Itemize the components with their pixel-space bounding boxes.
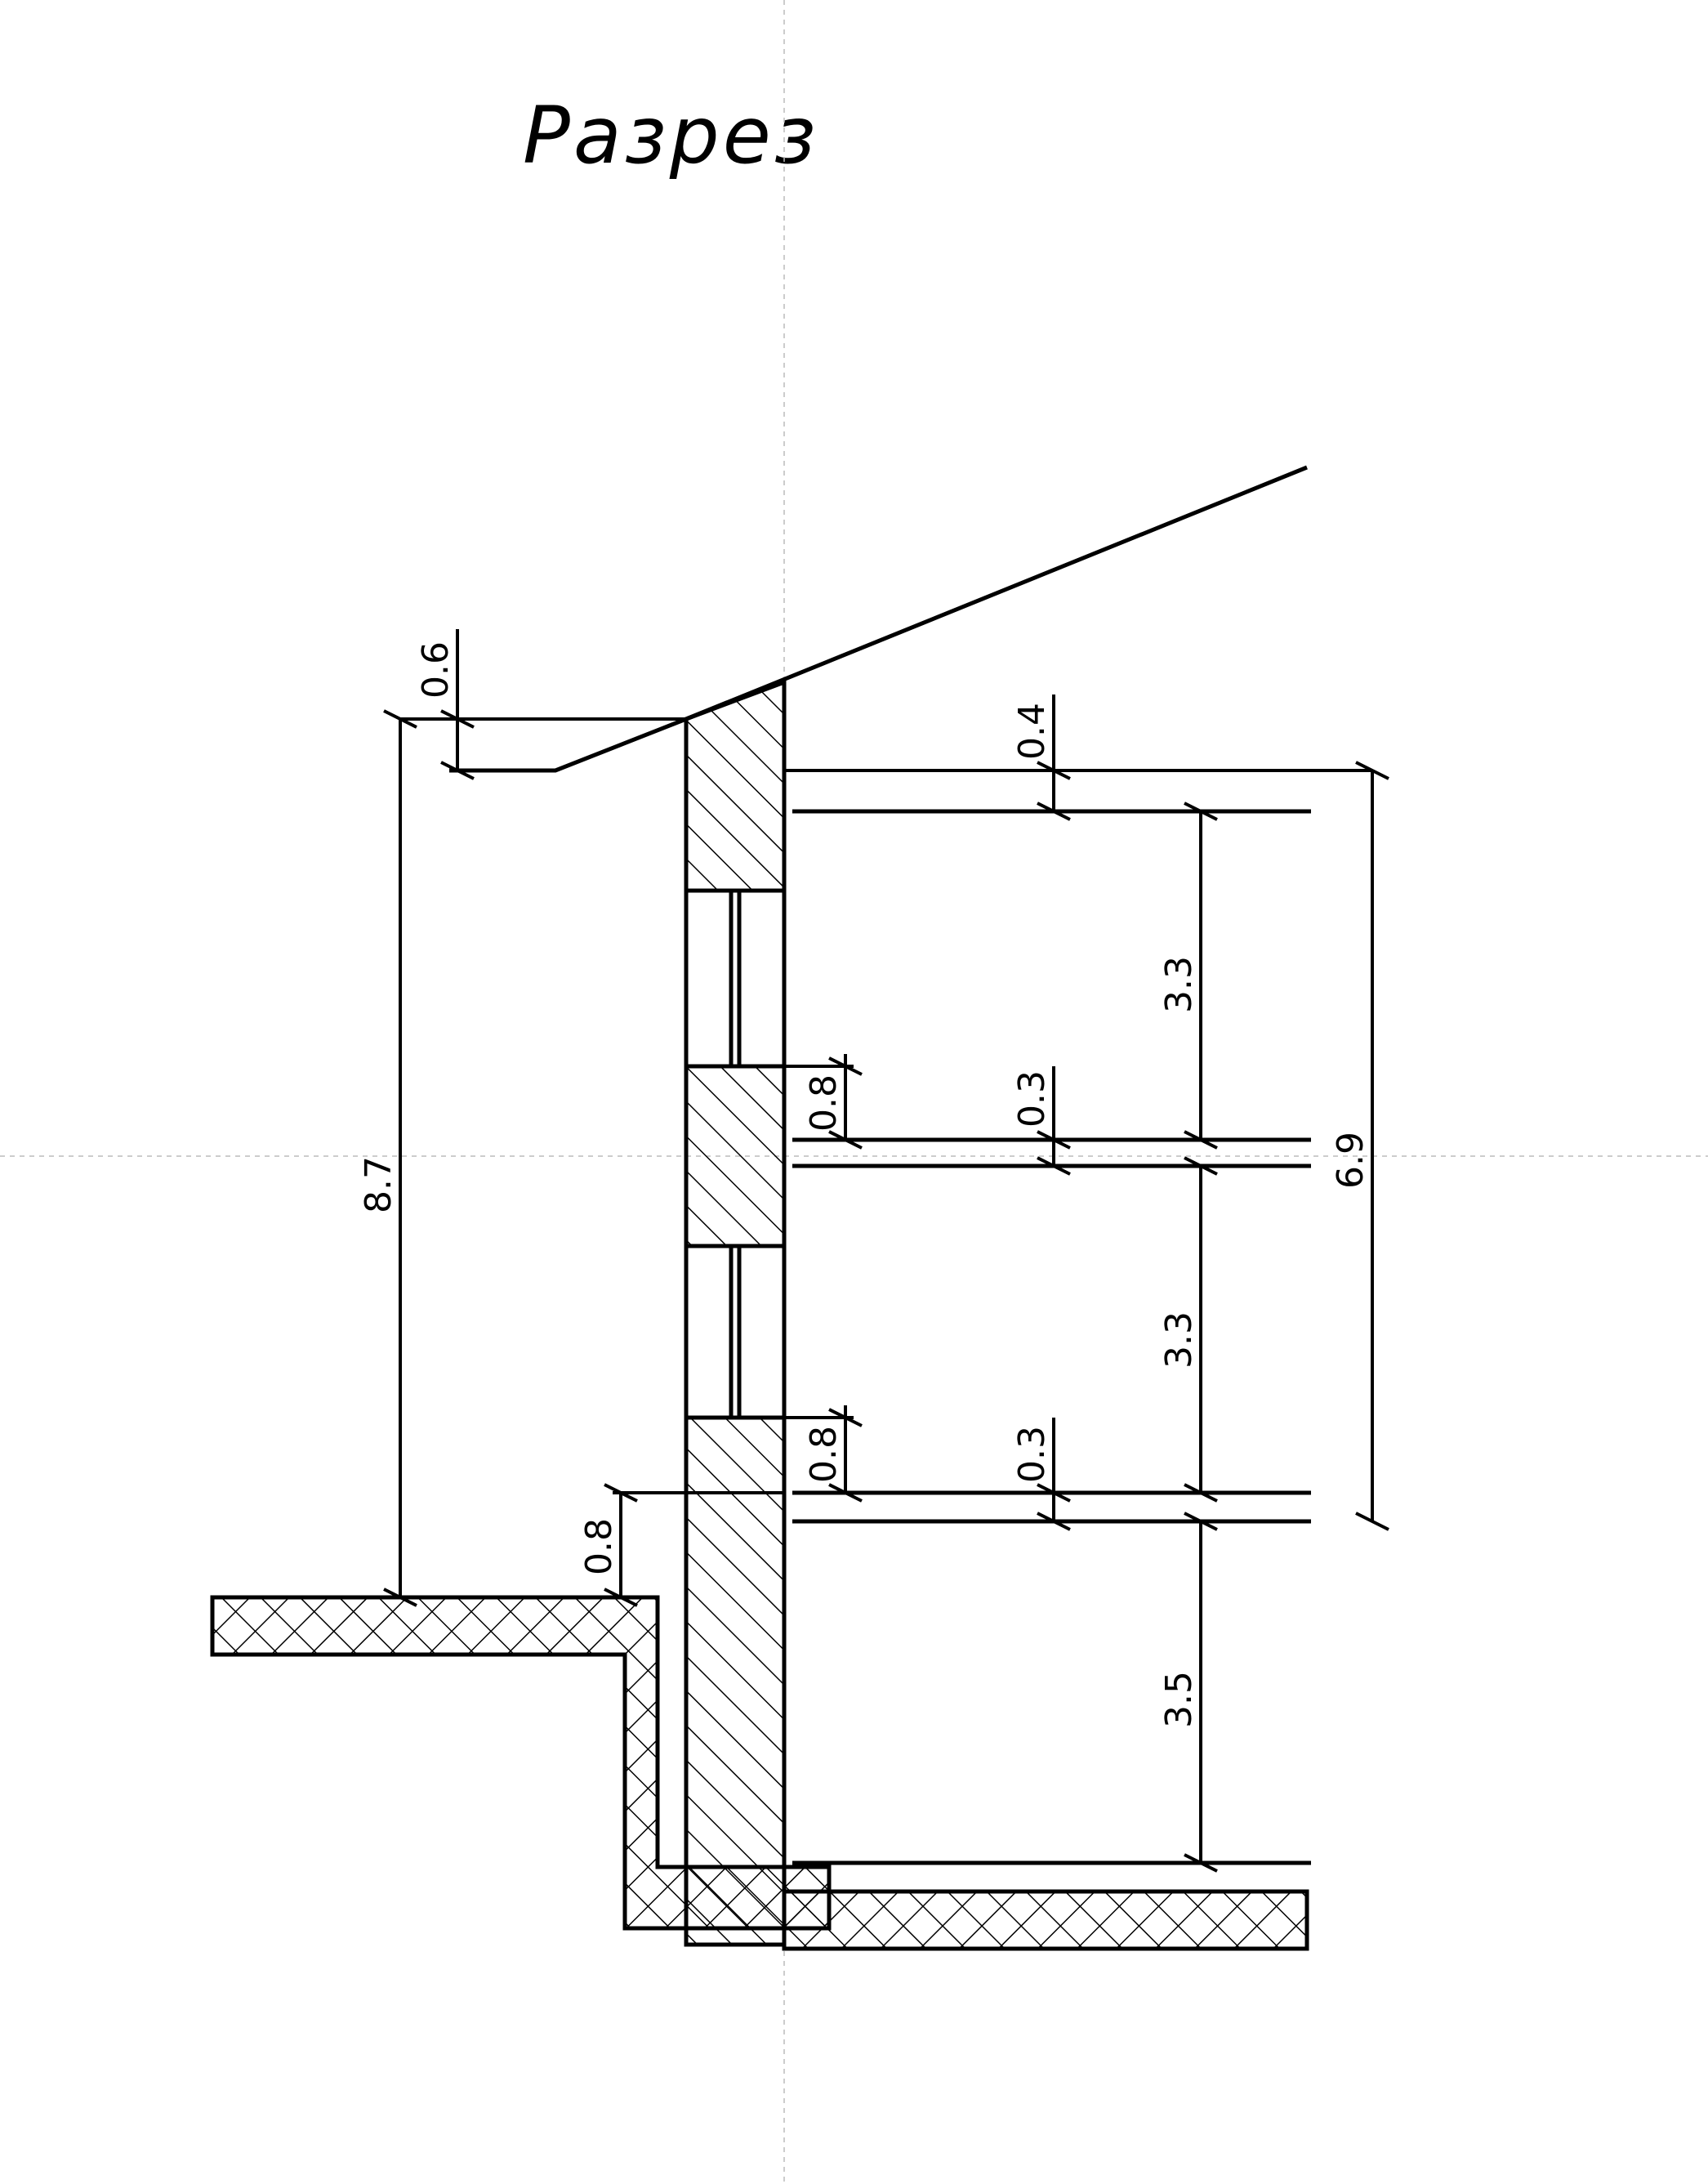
window-upper <box>684 888 787 1069</box>
ground-right <box>782 1889 1309 1951</box>
floor-slabs <box>792 809 1311 1865</box>
dim-floor-2: 3.3 <box>1158 1311 1200 1369</box>
wall-section <box>684 679 787 1947</box>
dim-total-height: 8.7 <box>358 1156 399 1213</box>
dim-upper-floors-total: 6.9 <box>1330 1132 1371 1189</box>
dim-slab-2: 0.3 <box>1011 1426 1053 1483</box>
dimension-labels: 8.7 0.6 0.4 3.3 0.3 0.8 6.9 3.3 0.3 0.8 … <box>358 641 1371 1728</box>
dim-window-sill-1: 0.8 <box>803 1074 845 1132</box>
roof-slope-line <box>685 465 1308 721</box>
dim-floor-3: 3.3 <box>1158 956 1200 1013</box>
eaves-line <box>449 717 687 773</box>
dim-window-sill-2: 0.8 <box>803 1426 845 1483</box>
dim-plinth: 0.8 <box>578 1518 620 1575</box>
dimension-lines <box>383 629 1389 1873</box>
window-lower <box>684 1244 787 1420</box>
drawing-title: Разрез <box>523 90 819 181</box>
dim-floor-1: 3.5 <box>1158 1671 1200 1728</box>
dim-slab-1: 0.3 <box>1011 1070 1053 1128</box>
dim-parapet: 0.6 <box>415 641 457 699</box>
dim-roof-slab: 0.4 <box>1011 703 1053 760</box>
